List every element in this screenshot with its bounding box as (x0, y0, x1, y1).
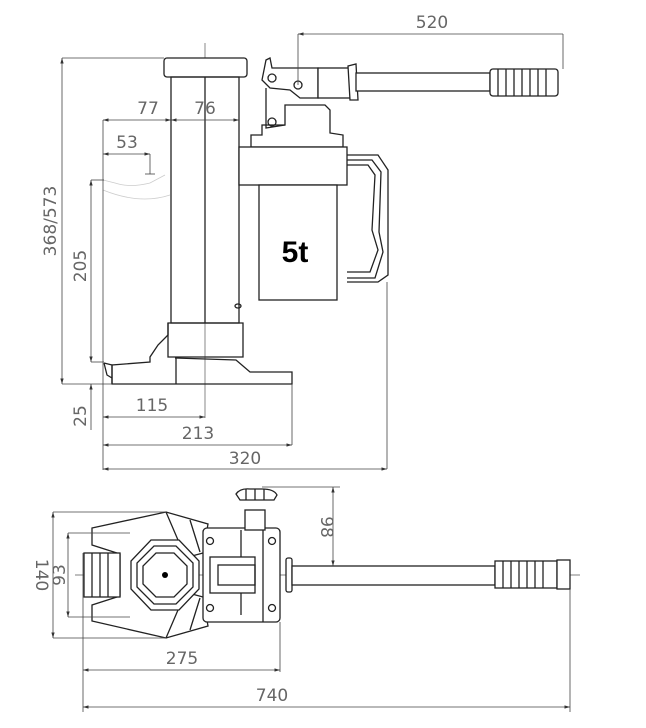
ram-cap (163, 57, 248, 78)
dim-toe-thickness: 25 (71, 405, 91, 427)
lever-fork (209, 556, 256, 594)
lever-link (261, 57, 319, 99)
carry-handle (347, 154, 389, 283)
pump-cylinder (258, 184, 338, 301)
dim-toe-depth: 53 (116, 133, 138, 153)
reservoir (238, 146, 348, 186)
dim-toe-height: 205 (71, 250, 91, 282)
pump-head (250, 104, 344, 148)
dim-overall-depth: 320 (229, 449, 261, 469)
dim-lever-length: 520 (416, 13, 448, 33)
dim-center-offset: 115 (136, 396, 168, 416)
capacity-label: 5t (282, 236, 309, 269)
dim-overall-length: 740 (256, 686, 288, 706)
dim-height: 368/573 (41, 186, 61, 257)
top-view: 98 140 93 275 740 (31, 486, 580, 712)
dim-claw-width: 93 (50, 564, 70, 586)
dim-body-length: 275 (166, 649, 198, 669)
dim-width: 140 (31, 559, 51, 591)
dim-base-length: 213 (182, 424, 214, 444)
dim-ram-left: 77 (137, 99, 159, 119)
lever-grip (494, 560, 558, 589)
toe (83, 552, 121, 598)
cylinder-base (167, 322, 244, 358)
lever-grip (489, 68, 559, 97)
dim-ram-right: 76 (194, 99, 216, 119)
release-valve-knob (235, 488, 278, 501)
side-view: 5t 520 368/573 77 76 53 (41, 13, 564, 471)
lever-tube (355, 72, 491, 92)
lever-tube (291, 565, 496, 586)
dim-valve-offset: 98 (316, 516, 336, 538)
valve-stem (244, 509, 266, 531)
